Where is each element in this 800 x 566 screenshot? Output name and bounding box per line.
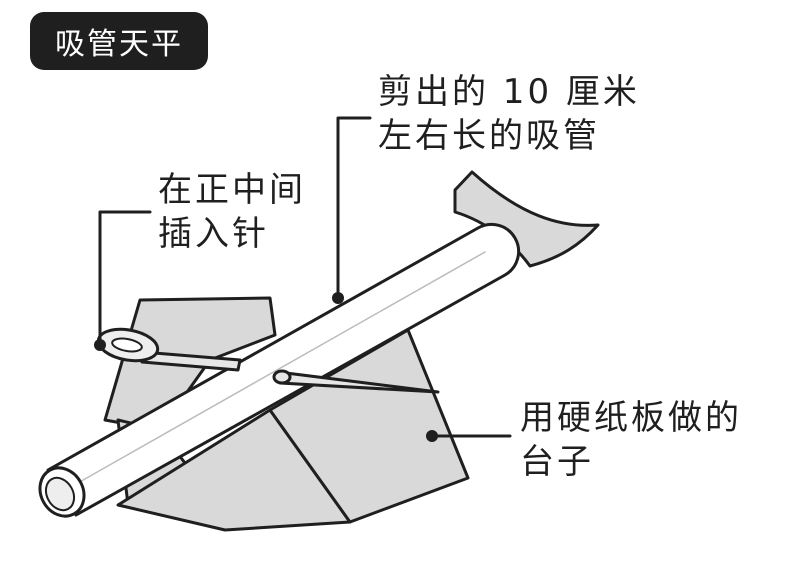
callout-dot-needle (94, 339, 106, 351)
callout-dot-stand (426, 430, 438, 442)
callout-line-straw (336, 116, 372, 300)
diagram-title: 吸管天平 (55, 27, 183, 62)
label-stand: 用硬纸板做的 台子 (520, 396, 742, 484)
label-stand-line2: 台子 (520, 442, 594, 482)
title-badge: 吸管天平 (30, 12, 208, 70)
label-straw-line2: 左右长的吸管 (378, 116, 600, 156)
callout-dot-straw (332, 292, 344, 304)
label-needle-line1: 在正中间 (158, 170, 306, 210)
label-straw: 剪出的 10 厘米 左右长的吸管 (378, 70, 640, 158)
label-needle: 在正中间 插入针 (158, 168, 306, 256)
straw-opening-inner (44, 476, 76, 512)
straw-highlight (61, 251, 486, 493)
label-straw-line1: 剪出的 10 厘米 (378, 72, 640, 112)
label-needle-line2: 插入针 (158, 214, 269, 254)
callout-line-needle (98, 210, 152, 347)
needle-eye-hole (111, 337, 143, 353)
needle-exit-point (272, 369, 292, 385)
label-stand-line1: 用硬纸板做的 (520, 398, 742, 438)
